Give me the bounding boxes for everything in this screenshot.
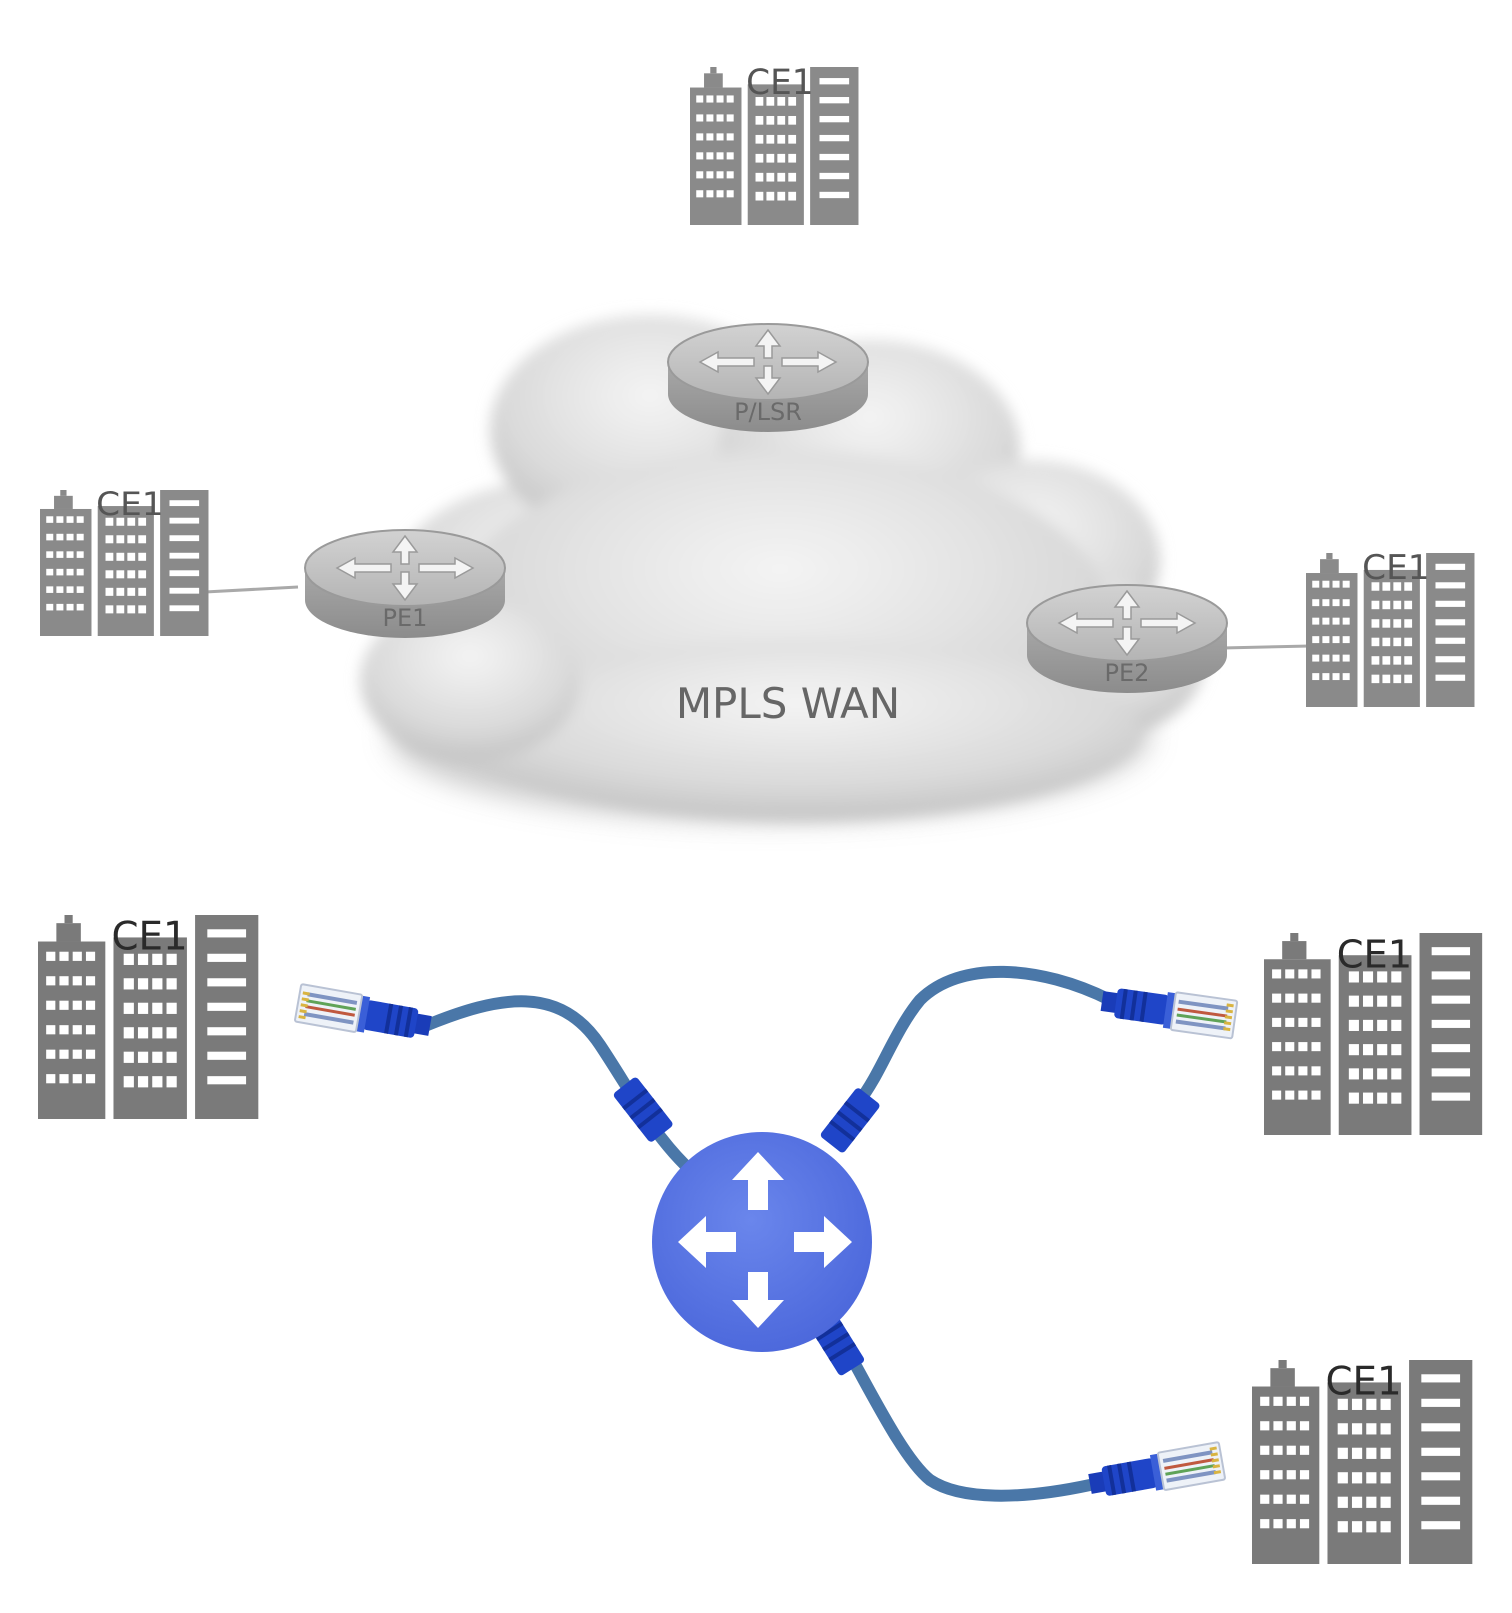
router-label: PE1	[383, 604, 428, 632]
rj45-plug-lower-right	[1085, 1441, 1227, 1504]
site-label: CE1	[746, 63, 813, 103]
rj45-plug-upper-right	[1098, 981, 1239, 1040]
site-left: CE1	[40, 485, 209, 636]
router-plug-upper-right	[820, 1088, 880, 1153]
site-upper-left: CE1	[38, 915, 259, 1119]
cable-upper-right	[854, 965, 1116, 1106]
site-label: CE1	[1362, 548, 1429, 588]
router-plug-upper-left	[613, 1077, 673, 1142]
rj45-connector-icon	[1098, 981, 1239, 1040]
site-label: CE1	[1325, 1360, 1401, 1405]
rj45-plug-upper-left	[293, 983, 435, 1046]
cable-lower-right	[844, 1349, 1096, 1502]
router-label: PE2	[1105, 659, 1150, 687]
site-right: CE1	[1306, 548, 1475, 707]
cable-upper-left	[419, 995, 691, 1171]
router-label: P/LSR	[734, 398, 802, 426]
pe2-link	[1221, 644, 1311, 650]
blue-router	[652, 1132, 872, 1352]
rj45-connector-icon	[293, 983, 435, 1046]
site-label: CE1	[1337, 932, 1412, 977]
router-icon	[652, 1132, 872, 1352]
site-top-center: CE1	[690, 63, 859, 225]
site-label: CE1	[111, 915, 187, 960]
rj45-connector-icon	[1085, 1441, 1227, 1504]
site-lower-right: CE1	[1252, 1360, 1473, 1564]
direct-section: CE1 CE1 CE1	[38, 915, 1483, 1564]
pe1-link	[204, 585, 299, 594]
router-pe1: PE1	[304, 529, 506, 639]
site-upper-right: CE1	[1264, 932, 1483, 1135]
mpls-section: MPLS WAN P/LSR PE1 PE2 CE1 CE1 CE1	[40, 63, 1475, 820]
cloud-label: MPLS WAN	[676, 679, 900, 728]
router-p-lsr: P/LSR	[667, 323, 869, 433]
router-arrows-icon	[678, 1152, 852, 1328]
site-label: CE1	[96, 485, 163, 523]
router-pe2: PE2	[1026, 584, 1228, 694]
